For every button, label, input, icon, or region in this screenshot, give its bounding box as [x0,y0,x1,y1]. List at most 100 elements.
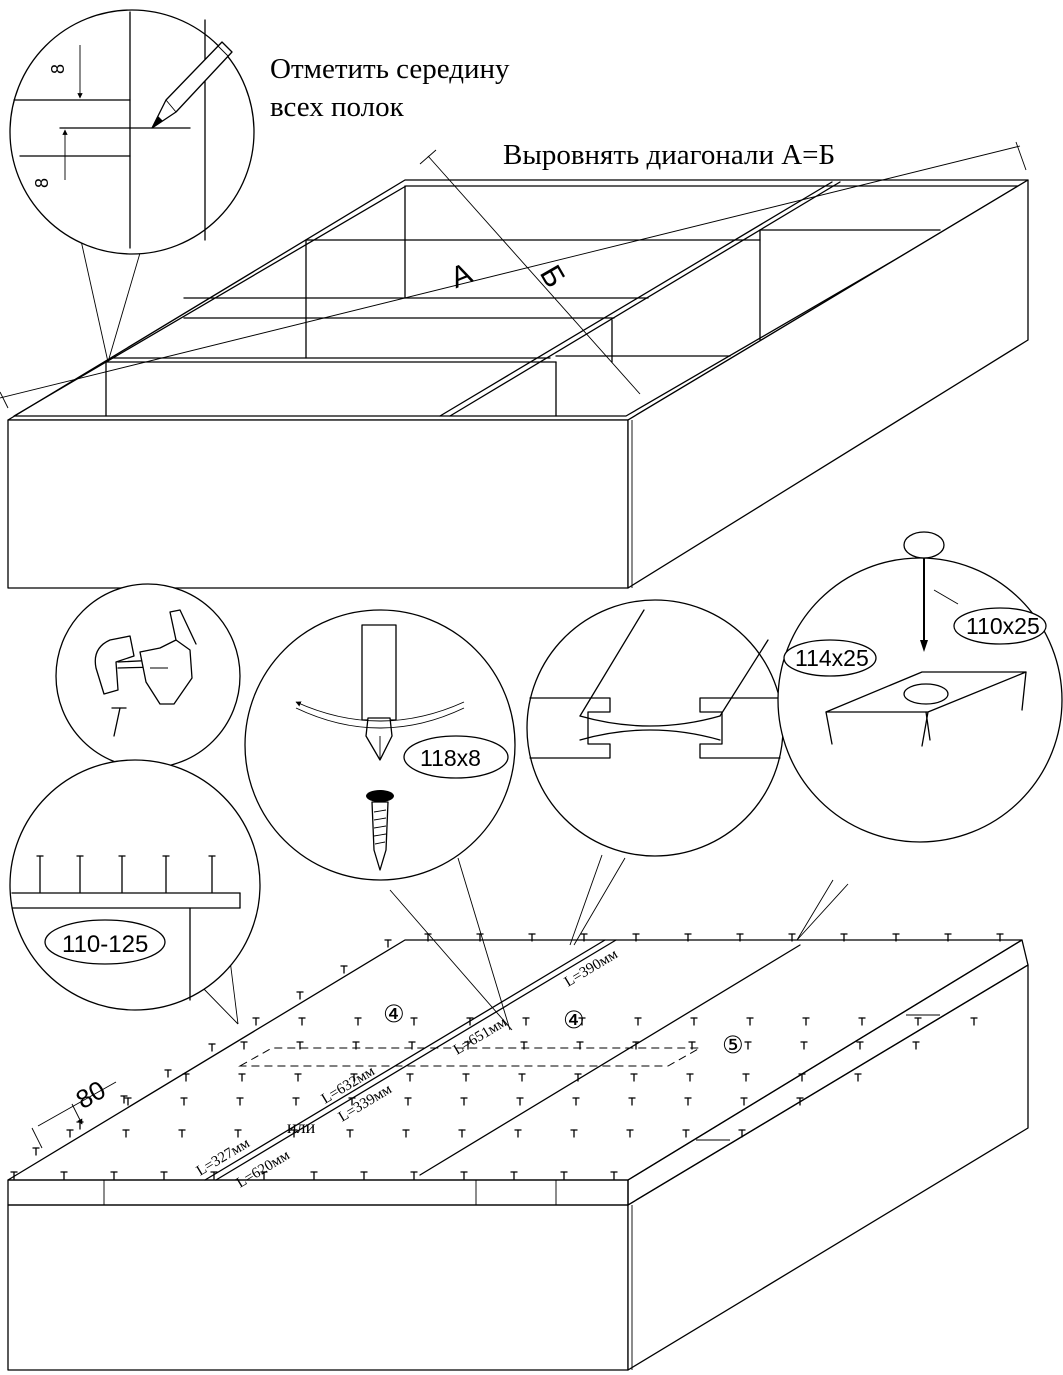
nail-mark [576,1041,584,1050]
part-number-5: ⑤ [722,1032,744,1059]
nail-mark [160,1171,168,1180]
nail-mark [182,1073,190,1082]
nail-mark [580,933,588,942]
frame-box [7,179,1029,589]
panel-nails [10,933,1004,1180]
nail-mark [408,1041,416,1050]
hand-icon [139,609,197,705]
spacing-dimension [31,1081,117,1149]
nail-mark [310,1171,318,1180]
nail-mark [796,1097,804,1106]
nail-mark [630,1073,638,1082]
nail-mark [944,933,952,942]
pencil-icon [151,41,233,129]
nail-mark [626,1129,634,1138]
nail-mark [360,1171,368,1180]
nail-mark [466,1017,474,1026]
nail-mark [384,939,392,948]
nail-mark [296,1041,304,1050]
nail-mark [518,1073,526,1082]
diagonal-label-a: А [446,257,477,295]
staple-icon [825,671,1027,747]
nail-mark [60,1171,68,1180]
nail-mark [892,933,900,942]
nail-mark [292,1097,300,1106]
nail-mark [574,1073,582,1082]
nail-mark [210,1171,218,1180]
spacing-nail [162,855,170,893]
nail-mark [528,933,536,942]
nail-mark [124,1097,132,1106]
nail-mark [236,1097,244,1106]
nail-size-label: 110x25 [966,613,1040,639]
nail-mark [514,1129,522,1138]
nail-mark [572,1097,580,1106]
nail-mark [238,1073,246,1082]
nail-mark [682,1129,690,1138]
mark-middle-text-1: Отметить середину [270,53,510,85]
nail-mark [476,933,484,942]
nail-icon [903,531,945,652]
nail-mark [348,1097,356,1106]
nail-mark [610,1171,618,1180]
nail-mark [970,1017,978,1026]
rotation-arrow-icon [295,701,465,729]
nail-mark [402,1129,410,1138]
joint-callout [526,599,784,857]
nail-mark [32,1147,40,1156]
nail-mark [742,1073,750,1082]
nail-mark [856,1041,864,1050]
nail-mark [252,1017,260,1026]
callout-leaders [389,854,849,1031]
nail-mark [802,1017,810,1026]
nail-mark [788,933,796,942]
nail-mark [240,1041,248,1050]
screw-size-label: 118x8 [420,745,481,771]
covered-box [7,939,1029,1371]
nail-mark [634,1017,642,1026]
nail-mark [76,1121,84,1130]
nail-spacing-callout: 110-125 [9,759,261,1025]
nail-mark [684,933,692,942]
nail-mark [296,991,304,1000]
part-number-4-right: ④ [563,1007,585,1034]
nail-mark [858,1017,866,1026]
nail-mark [912,1041,920,1050]
nail-mark [460,1171,468,1180]
spacing-nail [118,855,126,893]
part-number-4-left: ④ [383,1001,405,1028]
nail-mark [688,1041,696,1050]
nail-mark [464,1041,472,1050]
screw-callout: 118x8 [244,609,516,881]
nail-mark [234,1129,242,1138]
nail-mark [120,1095,128,1104]
nail-mark [180,1097,188,1106]
mark-middle-callout: 8 8 [9,9,255,363]
nail-mark [462,1073,470,1082]
nail-mark [914,1017,922,1026]
nail-mark [686,1073,694,1082]
nail-mark [458,1129,466,1138]
nail-mark [298,1017,306,1026]
nail-mark [340,965,348,974]
nail-mark [350,1073,358,1082]
nail-mark [346,1129,354,1138]
nail-mark [684,1097,692,1106]
nail-mark [560,1171,568,1180]
nail-mark [578,1017,586,1026]
spacing-label: 80 [71,1074,111,1114]
nail-mark [354,1017,362,1026]
nail-mark [738,1129,746,1138]
nail-mark [510,1171,518,1180]
nail-mark [122,1129,130,1138]
nail-mark [110,1171,118,1180]
nail-mark [406,1073,414,1082]
diagonal-lines [0,141,1027,409]
nail-mark [404,1097,412,1106]
spacing-nail [76,855,84,893]
nail-mark [690,1017,698,1026]
nail-mark [740,1097,748,1106]
nail-mark [520,1041,528,1050]
nail-mark [290,1129,298,1138]
